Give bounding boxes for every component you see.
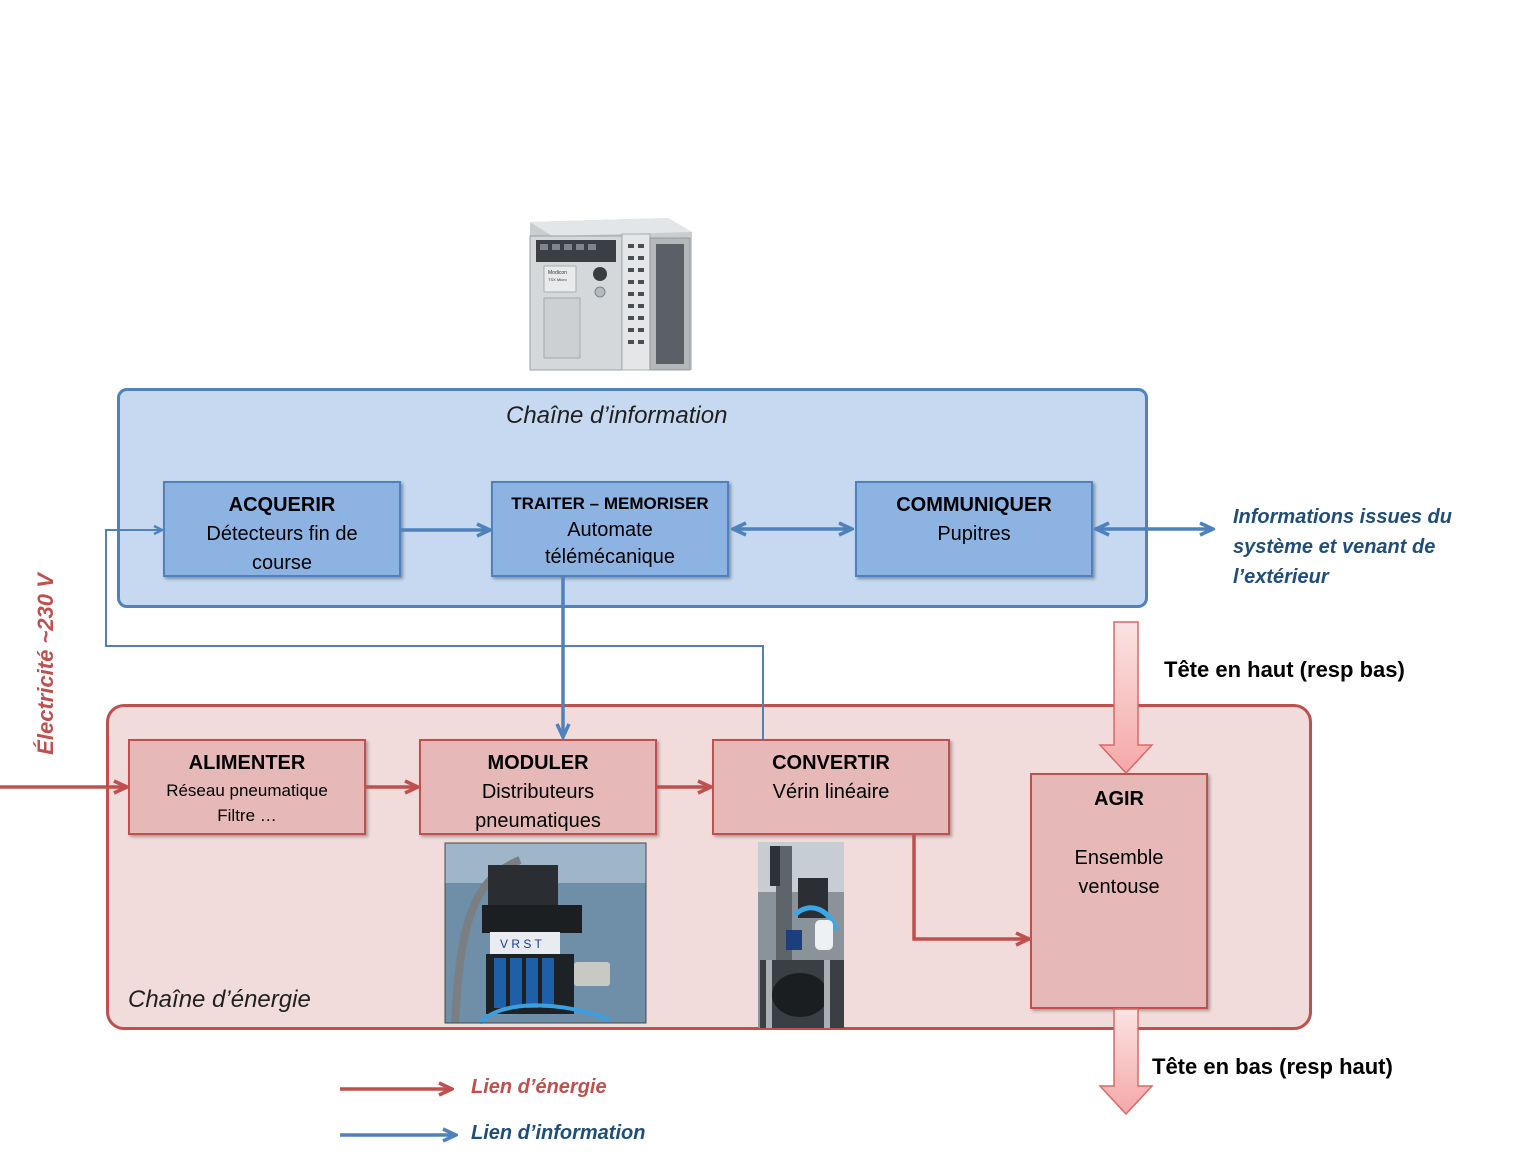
information-chain-title: Chaîne d’information — [506, 402, 728, 429]
traiter-line2: télémécanique — [544, 546, 676, 568]
tete-bas-label: Tête en bas (resp haut) — [1152, 1054, 1393, 1079]
alimenter-title: ALIMENTER — [188, 752, 306, 774]
alimenter-line2: Filtre … — [217, 806, 277, 825]
communiquer-line1: Pupitres — [937, 523, 1011, 545]
power-input-label: Électricité ~230 V — [33, 573, 58, 755]
distributeurs-photo: V R S T — [444, 842, 647, 1025]
communiquer-title: COMMUNIQUER — [896, 494, 1052, 516]
legend-energy-label: Lien d’énergie — [471, 1076, 607, 1098]
traiter-line1: Automate — [567, 519, 653, 541]
convertir-line1: Vérin linéaire — [772, 781, 890, 803]
input-material-arrow — [1098, 621, 1154, 775]
communiquer-box: COMMUNIQUER Pupitres — [855, 481, 1093, 577]
acquerir-line1: Détecteurs fin de — [206, 523, 358, 545]
legend-information-label: Lien d’information — [471, 1122, 646, 1144]
external-info-line3: l’extérieur — [1233, 566, 1329, 588]
tete-haut-label: Tête en haut (resp bas) — [1164, 657, 1405, 682]
external-info-line2: système et venant de — [1233, 536, 1436, 558]
agir-box: AGIR Ensemble ventouse — [1030, 773, 1208, 1009]
traiter-memoriser-box: TRAITER – MEMORISER Automate télémécaniq… — [491, 481, 729, 577]
svg-text:V R S T: V R S T — [500, 937, 542, 951]
moduler-line2: pneumatiques — [475, 810, 601, 832]
output-material-arrow — [1098, 1008, 1154, 1116]
convertir-title: CONVERTIR — [772, 752, 890, 774]
energy-chain-title: Chaîne d’énergie — [128, 986, 311, 1013]
traiter-title: TRAITER – MEMORISER — [511, 494, 709, 513]
alimenter-line1: Réseau pneumatique — [166, 781, 328, 800]
external-information-label: Informations issues du système et venant… — [1233, 502, 1513, 592]
moduler-line1: Distributeurs — [481, 781, 595, 803]
external-info-line1: Informations issues du — [1233, 506, 1452, 528]
verin-lineaire-photo — [758, 842, 844, 1028]
convertir-to-agir-link — [912, 835, 1028, 939]
convertir-box: CONVERTIR Vérin linéaire — [712, 739, 950, 835]
acquerir-box: ACQUERIR Détecteurs fin de course — [163, 481, 401, 577]
agir-line1: Ensemble — [1074, 847, 1164, 869]
plc-brand-text: Modicon — [548, 270, 567, 276]
agir-title: AGIR — [1094, 788, 1144, 810]
moduler-title: MODULER — [487, 752, 589, 774]
plc-model-text: TSX Micro — [548, 277, 567, 282]
alimenter-box: ALIMENTER Réseau pneumatique Filtre … — [128, 739, 366, 835]
acquerir-line2: course — [251, 552, 313, 574]
agir-line2: ventouse — [1078, 876, 1160, 898]
acquerir-title: ACQUERIR — [228, 494, 336, 516]
moduler-box: MODULER Distributeurs pneumatiques — [419, 739, 657, 835]
plc-automate-image: Modicon TSX Micro — [529, 218, 692, 371]
convertir-feedback-link — [105, 530, 764, 739]
